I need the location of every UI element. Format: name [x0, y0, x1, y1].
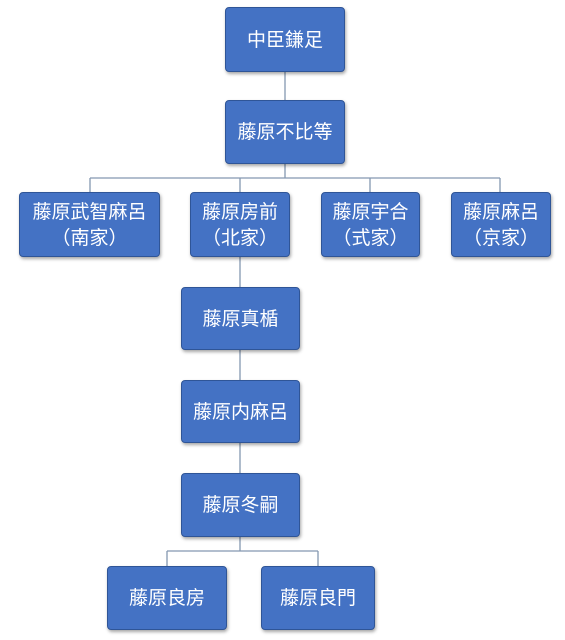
node-label: 藤原房前 — [201, 200, 278, 223]
node-house-label: （京家） — [462, 226, 539, 249]
node-label: 藤原良門 — [279, 587, 356, 609]
node-fujiwara-no-matate: 藤原真楯 — [181, 287, 300, 350]
node-label: 藤原冬嗣 — [202, 494, 279, 516]
node-fujiwara-no-uchimaro: 藤原内麻呂 — [181, 380, 300, 443]
node-fujiwara-no-fuyutsugu: 藤原冬嗣 — [181, 473, 300, 537]
node-fujiwara-no-umakai: 藤原宇合 （式家） — [321, 192, 420, 257]
node-house-label: （式家） — [332, 226, 409, 249]
node-nakatomi-no-kamatari: 中臣鎌足 — [225, 7, 345, 72]
node-fujiwara-no-yoshifusa: 藤原良房 — [107, 566, 227, 630]
node-label: 藤原不比等 — [237, 121, 333, 143]
node-label: 藤原宇合 — [332, 200, 409, 223]
node-fujiwara-no-muchimaro: 藤原武智麻呂 （南家） — [19, 192, 160, 257]
node-fujiwara-no-fuhito: 藤原不比等 — [225, 100, 345, 164]
node-fujiwara-no-maro: 藤原麻呂 （京家） — [451, 192, 551, 257]
node-fujiwara-no-yoshikado: 藤原良門 — [261, 566, 375, 630]
node-house-label: （南家） — [51, 226, 128, 249]
node-label: 藤原真楯 — [202, 307, 279, 330]
node-label: 藤原良房 — [128, 587, 205, 609]
node-label: 藤原武智麻呂 — [32, 200, 147, 223]
node-house-label: （北家） — [201, 226, 278, 249]
node-label: 藤原麻呂 — [462, 200, 539, 223]
node-label: 中臣鎌足 — [246, 28, 323, 51]
node-fujiwara-no-fusasaki: 藤原房前 （北家） — [190, 192, 290, 257]
node-label: 藤原内麻呂 — [192, 400, 288, 423]
